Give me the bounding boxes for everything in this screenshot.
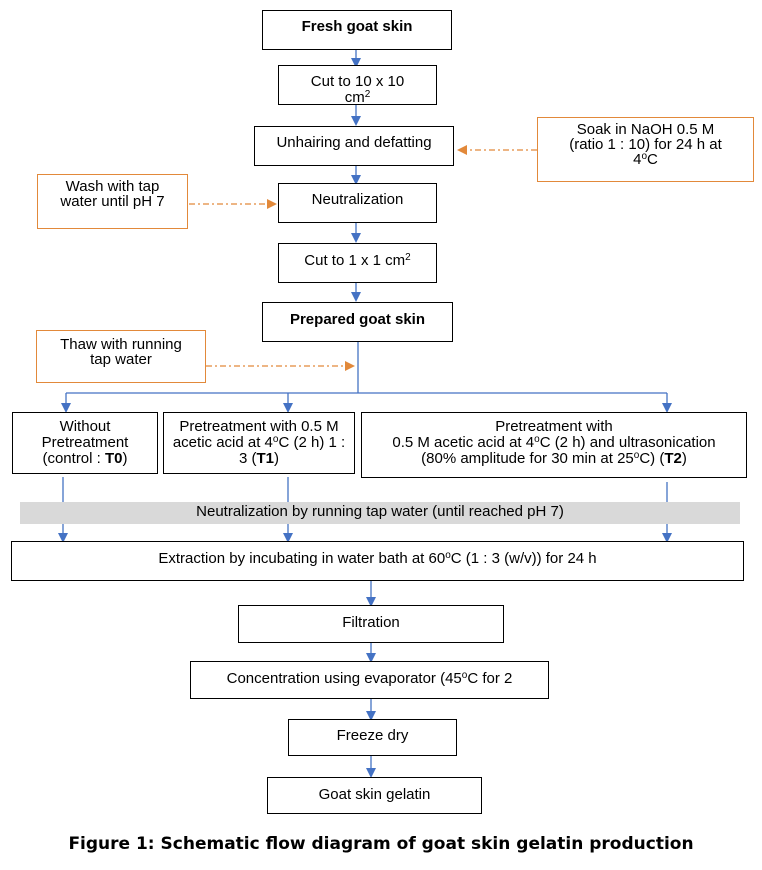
step-cut-1x1: Cut to 1 x 1 cm2 [278,243,437,283]
step-cut-10x10: Cut to 10 x 10 cm2 [278,65,437,105]
side-soak-naoh: Soak in NaOH 0.5 M (ratio 1 : 10) for 24… [537,117,754,182]
figure-caption: Figure 1: Schematic flow diagram of goat… [68,834,694,854]
step-t0-without-pretreatment: Without Pretreatment (control : T0) [12,412,158,474]
step-concentration: Concentration using evaporator (45oC for… [190,661,549,699]
step-freeze-dry: Freeze dry [288,719,457,756]
step-neutralization-band: Neutralization by running tap water (unt… [20,502,740,524]
step-fresh-goat-skin: Fresh goat skin [262,10,452,50]
step-extraction: Extraction by incubating in water bath a… [11,541,744,581]
side-wash-tap-water: Wash with tap water until pH 7 [37,174,188,229]
step-goat-skin-gelatin: Goat skin gelatin [267,777,482,814]
step-neutralization: Neutralization [278,183,437,223]
step-unhairing-defatting: Unhairing and defatting [254,126,454,166]
step-filtration: Filtration [238,605,504,643]
side-thaw-running-water: Thaw with running tap water [36,330,206,383]
step-t1-acetic-acid: Pretreatment with 0.5 M acetic acid at 4… [163,412,355,474]
step-t2-ultrasonication: Pretreatment with 0.5 M acetic acid at 4… [361,412,747,478]
step-prepared-goat-skin: Prepared goat skin [262,302,453,342]
